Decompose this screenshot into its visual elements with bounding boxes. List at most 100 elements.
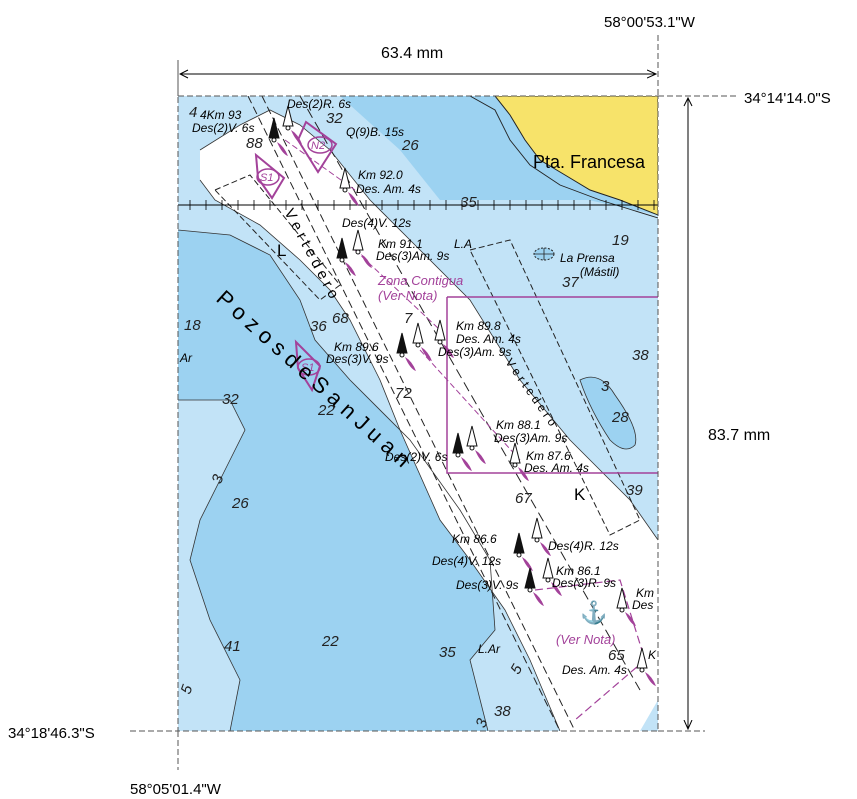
depth-32b: 32 xyxy=(222,391,239,408)
fairway-line-2 xyxy=(261,96,576,731)
shoal-right xyxy=(579,376,637,450)
contour-channel-top xyxy=(199,109,658,541)
depth-41: 41 xyxy=(224,638,241,655)
depth-26b: 26 xyxy=(231,495,249,512)
light-km876: Km 87.6 xyxy=(526,449,571,463)
contour-inner xyxy=(178,399,246,731)
buoy-symbol xyxy=(542,557,562,596)
mid-water-corner xyxy=(178,660,200,710)
la-prensa-label: La Prensa xyxy=(560,251,615,265)
map-body: N2 S1 S1 ⚓ Pta. Francesa La Prensa (Mást… xyxy=(178,96,658,731)
marker-s1-top-label: S1 xyxy=(260,172,273,184)
ver-nota-label-1: (Ver Nota) xyxy=(378,288,437,303)
light-des3v9s-b: Des(3)V. 9s xyxy=(456,578,518,592)
light-km866: Km 86.6 xyxy=(452,532,497,546)
light-desam4s-d: Des. Am. 4s xyxy=(562,663,627,677)
depth-28: 28 xyxy=(611,409,629,426)
depth-67: 67 xyxy=(515,490,532,507)
buoy-symbol xyxy=(268,117,288,156)
light-desam4s-b: Des. Am. 4s xyxy=(456,332,521,346)
light-des2v6s-b: Des(2)V. 6s xyxy=(385,450,447,464)
light-des4r12s: Des(4)R. 12s xyxy=(548,539,619,553)
coord-top-right-lon: 58°00'53.1"W xyxy=(604,14,696,31)
light-des2r6s: Des(2)R. 6s xyxy=(287,97,351,111)
light-km-edge: Km xyxy=(636,586,654,600)
light-des3v9s-a: Des(3)V. 9s xyxy=(326,352,388,366)
depth-19: 19 xyxy=(612,232,629,249)
depth-22b: 22 xyxy=(321,633,339,650)
light-des3am9s-a: Des(3)Am. 9s xyxy=(376,249,449,263)
chart-frame xyxy=(177,95,659,732)
zona-contigua-label: Zona Contigua xyxy=(377,273,463,288)
light-km93: 4Km 93 xyxy=(200,108,242,122)
light-km896: Km 89.6 xyxy=(334,340,379,354)
letter-L-label: L xyxy=(277,241,286,260)
buoy-symbol xyxy=(352,229,372,268)
mid-water-inner xyxy=(178,400,245,731)
fairway-line-3 xyxy=(299,96,641,691)
zona-contigua-box xyxy=(446,296,658,474)
height-dimension-label: 83.7 mm xyxy=(708,427,770,444)
deep-water-left xyxy=(178,230,495,731)
light-labels: 4Km 93 Des(2)V. 6s Des(2)R. 6s Q(9)B. 15… xyxy=(192,97,657,677)
magenta-line-1 xyxy=(284,139,356,191)
coord-bottom-left-lat: 34°18'46.3"S xyxy=(8,725,95,742)
light-desam4s-c: Des. Am. 4s xyxy=(524,461,589,475)
buoy-symbol xyxy=(452,432,472,471)
light-k-edge: K xyxy=(648,648,657,662)
depth-38b: 38 xyxy=(494,703,511,720)
latitude-tick-line xyxy=(178,200,658,210)
marker-n2-label: N2 xyxy=(311,140,325,152)
buoy-symbol xyxy=(636,647,656,686)
light-km911: Km 91.1 xyxy=(378,237,423,251)
depth-65: 65 xyxy=(608,647,625,664)
light-km920: Km 92.0 xyxy=(358,168,403,182)
depth-39: 39 xyxy=(626,482,643,499)
land-pta-francesa xyxy=(494,96,658,216)
buoy-symbol xyxy=(513,532,533,571)
depth-26a: 26 xyxy=(401,137,419,154)
contour-channel-bottom xyxy=(199,179,561,731)
lar-label: L.Ar xyxy=(478,642,501,656)
depth-35a: 35 xyxy=(460,194,477,211)
light-km861: Km 86.1 xyxy=(556,564,601,578)
marker-s1-bottom-label: S1 xyxy=(301,362,314,374)
marker-n2: N2 xyxy=(296,120,338,174)
depth-72: 72 xyxy=(395,385,412,402)
light-des2v6s-a: Des(2)V. 6s xyxy=(192,121,254,135)
light-desam4s-a: Des. Am. 4s xyxy=(356,182,421,196)
la-label: L.A xyxy=(454,237,472,251)
buoy-symbol xyxy=(616,587,636,626)
dump-area-L xyxy=(214,174,341,301)
contour-left xyxy=(178,229,496,731)
pta-francesa-label: Pta. Francesa xyxy=(533,152,646,172)
light-km881: Km 88.1 xyxy=(496,418,541,432)
depth-68: 68 xyxy=(332,310,349,327)
ver-nota-label-2: (Ver Nota) xyxy=(556,632,615,647)
magenta-line-3 xyxy=(419,349,521,461)
buoy-symbol xyxy=(531,517,551,556)
depth-38a: 38 xyxy=(632,347,649,364)
buoy-symbol xyxy=(336,237,356,276)
dump-area-K xyxy=(469,239,641,536)
light-des3r9s: Des(3)R. 9s xyxy=(552,576,616,590)
coord-bottom-left-lon: 58°05'01.4"W xyxy=(130,781,222,798)
light-des3am9s-b: Des(3)Am. 9s xyxy=(438,345,511,359)
light-des4v12s-a: Des(4)V. 12s xyxy=(342,216,411,230)
depth-18: 18 xyxy=(184,317,201,334)
light-buoys xyxy=(268,105,656,686)
buoy-symbol xyxy=(509,442,529,481)
anchor-icon: ⚓ xyxy=(580,600,607,625)
marker-s1-top: S1 xyxy=(254,152,286,200)
depth-3a: 3 xyxy=(601,378,610,395)
depth-35b: 35 xyxy=(439,644,456,661)
coast-contour xyxy=(469,96,658,219)
buoy-symbol xyxy=(524,567,544,606)
light-des-edge: Des xyxy=(632,598,653,612)
buoy-symbol xyxy=(339,167,359,206)
depth-37: 37 xyxy=(562,274,579,291)
width-dimension-label: 63.4 mm xyxy=(381,45,443,62)
light-des4v12s-b: Des(4)V. 12s xyxy=(432,554,501,568)
coord-top-right-lat: 34°14'14.0"S xyxy=(744,90,831,107)
